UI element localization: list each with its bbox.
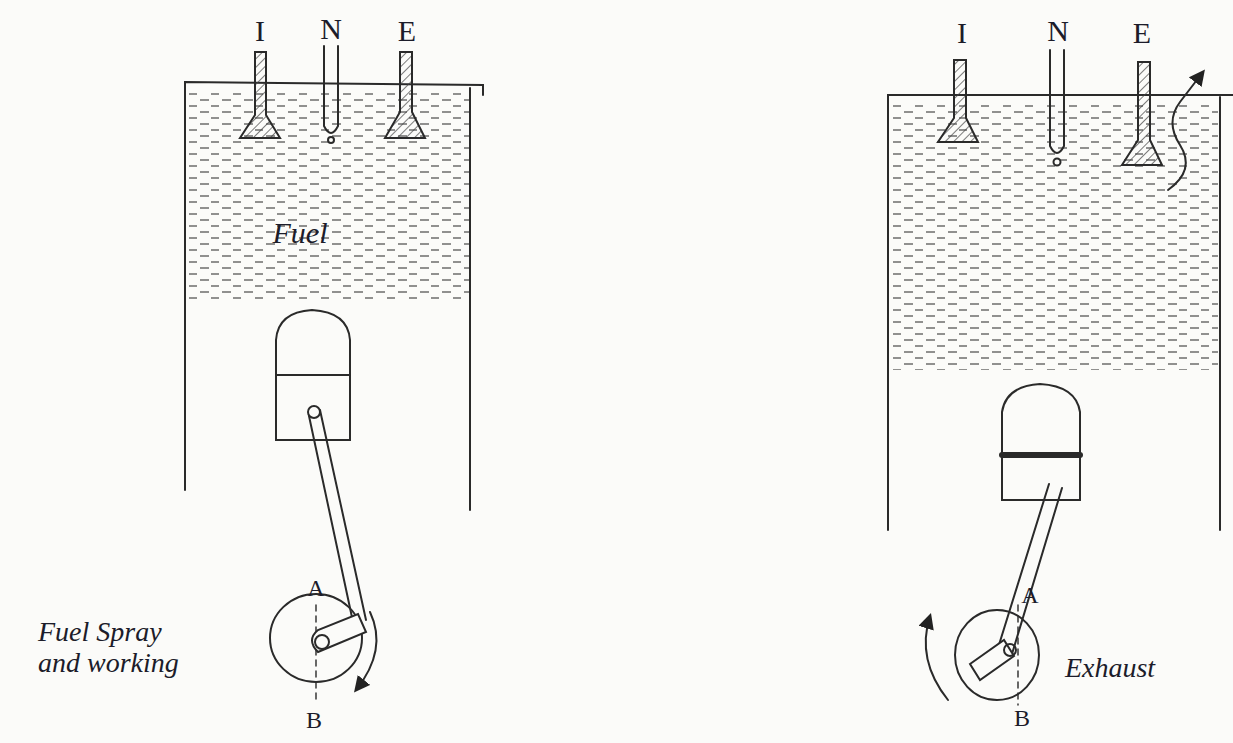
part-caption: Fuel Spray and working (38, 617, 198, 679)
part-letter: B (1014, 705, 1030, 731)
part-letter: N (1047, 14, 1069, 47)
part-letter: E (398, 14, 416, 47)
part-letter: N (320, 12, 342, 45)
part-letter: A (1021, 582, 1038, 608)
part-caption: Exhaust (1065, 653, 1155, 684)
part-letter: I (957, 16, 967, 49)
part-letter: E (1133, 16, 1151, 49)
part-letter: B (306, 707, 322, 733)
part-letter: I (255, 14, 265, 47)
part-letter: A (307, 575, 324, 601)
part-caption: Fuel (273, 216, 328, 249)
